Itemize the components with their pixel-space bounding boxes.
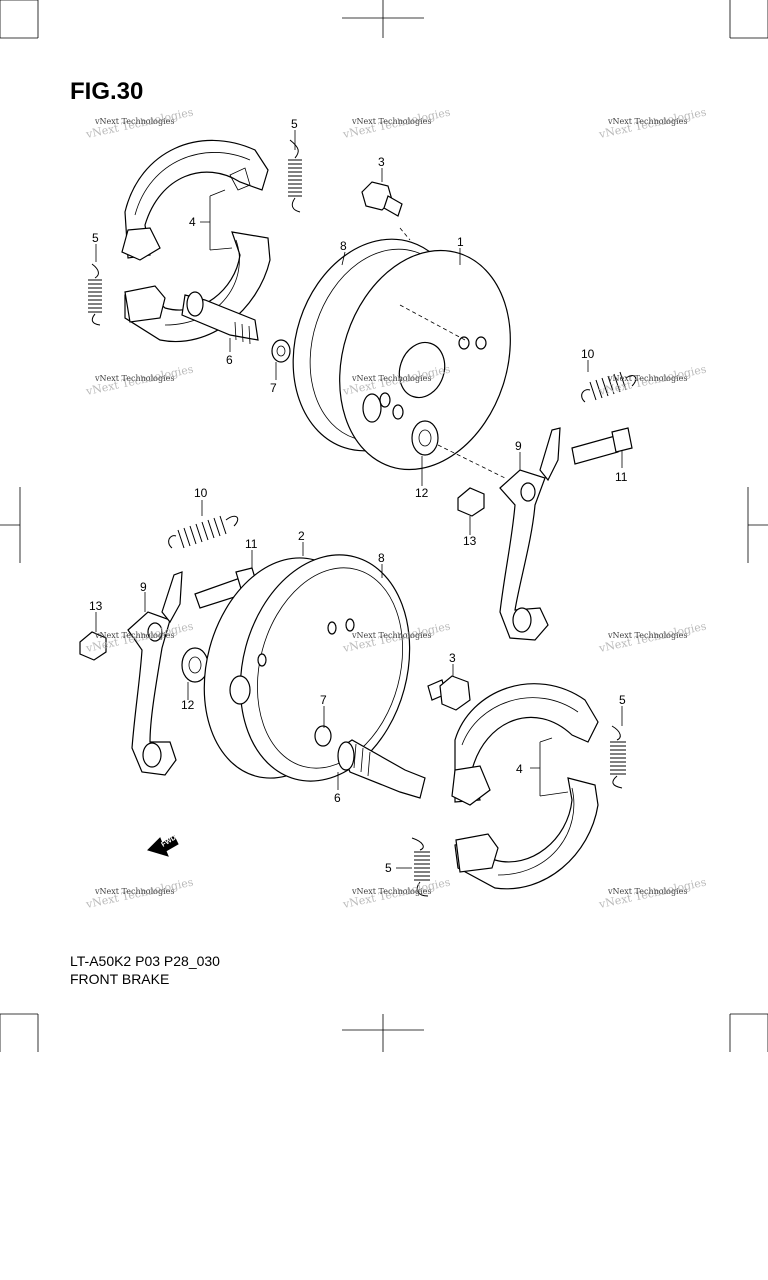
brake-shoe-bottom-lower: [454, 777, 599, 890]
svg-text:vNext Technologies: vNext Technologies: [607, 631, 687, 640]
forward-arrow-icon: FWD: [147, 834, 179, 857]
callout-3-top: 3: [378, 155, 385, 169]
bolt-11-top: [571, 427, 633, 465]
callout-5-bottom: 5: [385, 861, 392, 875]
watermark: vNext Technologies vNext Technologies: [597, 363, 708, 399]
brake-arm-left: [127, 571, 183, 776]
svg-text:vNext Technologies: vNext Technologies: [94, 887, 174, 896]
watermark: vNext Technologies vNext Technologies: [84, 106, 195, 142]
crop-marks: [0, 0, 768, 1052]
callout-5-right: 5: [619, 693, 626, 707]
figure-name: FRONT BRAKE: [70, 971, 170, 987]
callout-4-bottom: 4: [516, 762, 523, 776]
svg-text:vNext Technologies: vNext Technologies: [607, 117, 687, 126]
svg-text:vNext Technologies: vNext Technologies: [351, 631, 431, 640]
return-spring-top: [288, 139, 302, 213]
callout-11-left: 11: [245, 537, 258, 551]
watermark: vNext Technologies vNext Technologies: [341, 106, 452, 142]
bolt-top: [361, 181, 403, 217]
svg-text:vNext Technologies: vNext Technologies: [94, 374, 174, 383]
watermark: vNext Technologies vNext Technologies: [597, 876, 708, 912]
brake-arm-right: [499, 427, 561, 641]
nut-top: [457, 487, 485, 517]
svg-text:vNext Technologies: vNext Technologies: [351, 117, 431, 126]
callout-11-right: 11: [615, 470, 628, 484]
nut-bottom: [79, 631, 107, 661]
callout-13-left: 13: [89, 599, 103, 613]
callout-6-top: 6: [226, 353, 233, 367]
lever-spring-bottom-left: [168, 515, 239, 549]
callout-labels: 5 3 4 5 8 1 6 7 10 9 11 12 13 10 2 11 8 …: [89, 117, 628, 875]
svg-text:vNext Technologies: vNext Technologies: [607, 374, 687, 383]
callout-13-right: 13: [463, 534, 477, 548]
callout-2: 2: [298, 529, 305, 543]
watermark: vNext Technologies vNext Technologies: [341, 876, 452, 912]
brake-shoe-bottom-upper: [451, 683, 599, 806]
callout-7-bottom: 7: [320, 693, 327, 707]
lever-spring-top-right: [581, 371, 637, 403]
callout-10-left: 10: [194, 486, 208, 500]
return-spring-left: [88, 263, 102, 326]
leader-lines: [95, 130, 623, 869]
callout-8-bottom: 8: [378, 551, 385, 565]
brake-shoe-top-upper: [121, 139, 269, 261]
brake-camshaft-top: [181, 291, 259, 345]
figure-code: LT-A50K2 P03 P28_030: [70, 953, 220, 969]
return-spring-right: [610, 725, 626, 789]
washer-12-top: [411, 420, 439, 456]
watermark: vNext Technologies vNext Technologies: [597, 620, 708, 656]
callout-12-bottom: 12: [181, 698, 195, 712]
callout-6-bottom: 6: [334, 791, 341, 805]
bolt-bottom: [427, 675, 471, 711]
svg-text:vNext Technologies: vNext Technologies: [94, 117, 174, 126]
callout-9-left: 9: [140, 580, 147, 594]
brake-drum-top: [292, 227, 511, 471]
watermark: vNext Technologies vNext Technologies: [84, 363, 195, 399]
svg-text:vNext Technologies: vNext Technologies: [351, 887, 431, 896]
callout-7-top: 7: [270, 381, 277, 395]
brake-drum-bottom: [203, 554, 411, 782]
svg-text:vNext Technologies: vNext Technologies: [94, 631, 174, 640]
svg-text:vNext Technologies: vNext Technologies: [351, 374, 431, 383]
callout-5-left: 5: [92, 231, 99, 245]
return-spring-bottom: [411, 837, 430, 897]
svg-text:vNext Technologies: vNext Technologies: [607, 887, 687, 896]
watermark: vNext Technologies vNext Technologies: [84, 876, 195, 912]
callout-4-top: 4: [189, 215, 196, 229]
callout-10-right: 10: [581, 347, 595, 361]
callout-9-right: 9: [515, 439, 522, 453]
brake-camshaft-bottom: [337, 739, 426, 799]
callout-3-bottom: 3: [449, 651, 456, 665]
figure-title: FIG.30: [70, 78, 144, 105]
callout-8-top: 8: [340, 239, 347, 253]
watermark: vNext Technologies vNext Technologies: [597, 106, 708, 142]
callout-5-top: 5: [291, 117, 298, 131]
callout-12-top: 12: [415, 486, 429, 500]
callout-1: 1: [457, 235, 464, 249]
washer-top: [271, 339, 291, 363]
